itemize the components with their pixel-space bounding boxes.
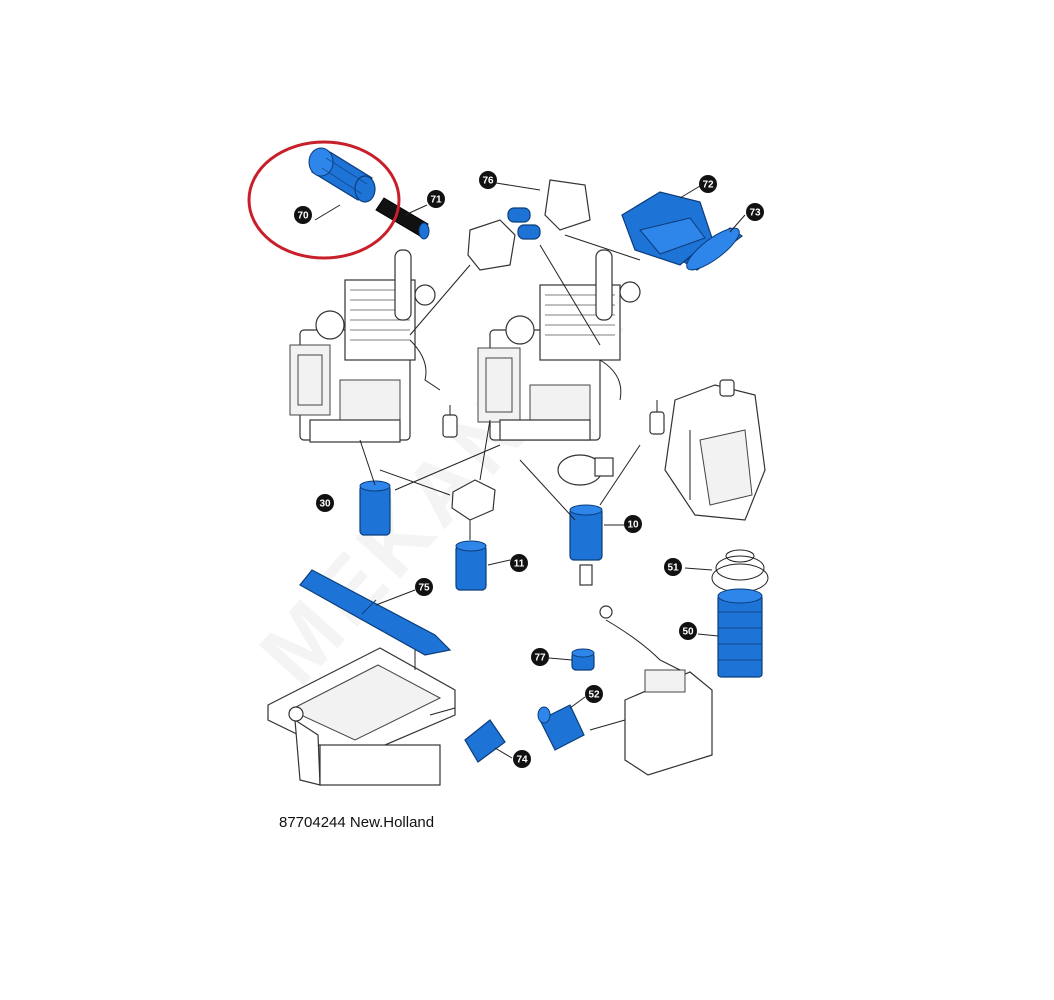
svg-text:11: 11 [514, 559, 525, 570]
callout-72: 72 [699, 175, 717, 193]
cab-filter-74 [464, 719, 506, 763]
inline-fuel-filter-right [649, 400, 665, 435]
filter-housing [467, 179, 591, 271]
hydraulic-filter-50 [717, 588, 763, 678]
svg-text:51: 51 [667, 563, 679, 574]
fuel-filter-11 [455, 540, 487, 591]
leader-lines [314, 182, 746, 759]
highlight-circle [247, 140, 401, 260]
callout-74: 74 [513, 750, 531, 768]
water-pump-head [557, 454, 614, 486]
fuel-filter-10 [569, 504, 603, 586]
air-filter-inner [375, 197, 430, 240]
callout-30: 30 [316, 494, 334, 512]
svg-text:72: 72 [702, 180, 714, 191]
callout-76: 76 [479, 171, 497, 189]
fuel-filter-head [451, 479, 496, 540]
cab-roof [267, 647, 456, 786]
svg-text:74: 74 [516, 755, 528, 766]
callout-51: 51 [664, 558, 682, 576]
svg-text:52: 52 [588, 690, 600, 701]
breather-cap-77 [571, 648, 595, 671]
callout-52: 52 [585, 685, 603, 703]
air-filter-primary [621, 191, 713, 266]
fuel-tank [664, 379, 766, 521]
svg-text:30: 30 [319, 499, 331, 510]
part-number-caption: 87704244 New.Holland [279, 814, 435, 831]
cab-filter-75 [299, 569, 452, 656]
svg-text:50: 50 [682, 627, 694, 638]
inline-fuel-filter-left [442, 405, 458, 438]
air-filter-secondary [682, 227, 744, 271]
return-filter-52 [537, 704, 626, 751]
callout-77: 77 [531, 648, 549, 666]
air-filter-outer [308, 147, 376, 203]
svg-text:71: 71 [430, 195, 442, 206]
svg-text:75: 75 [418, 583, 430, 594]
svg-text:77: 77 [534, 653, 546, 664]
svg-text:73: 73 [749, 208, 761, 219]
callout-75: 75 [415, 578, 433, 596]
callout-50: 50 [679, 622, 697, 640]
gasket-set-51 [711, 549, 769, 593]
callout-71: 71 [427, 190, 445, 208]
hydraulic-tank [599, 605, 713, 776]
svg-text:70: 70 [297, 211, 309, 222]
oil-filter-30 [359, 480, 391, 536]
left-engine [289, 249, 441, 443]
svg-text:10: 10 [627, 520, 639, 531]
callout-70: 70 [294, 206, 312, 224]
callout-73: 73 [746, 203, 764, 221]
callout-10: 10 [624, 515, 642, 533]
center-engine [477, 249, 641, 441]
svg-text:76: 76 [482, 176, 494, 187]
callout-11: 11 [510, 554, 528, 572]
